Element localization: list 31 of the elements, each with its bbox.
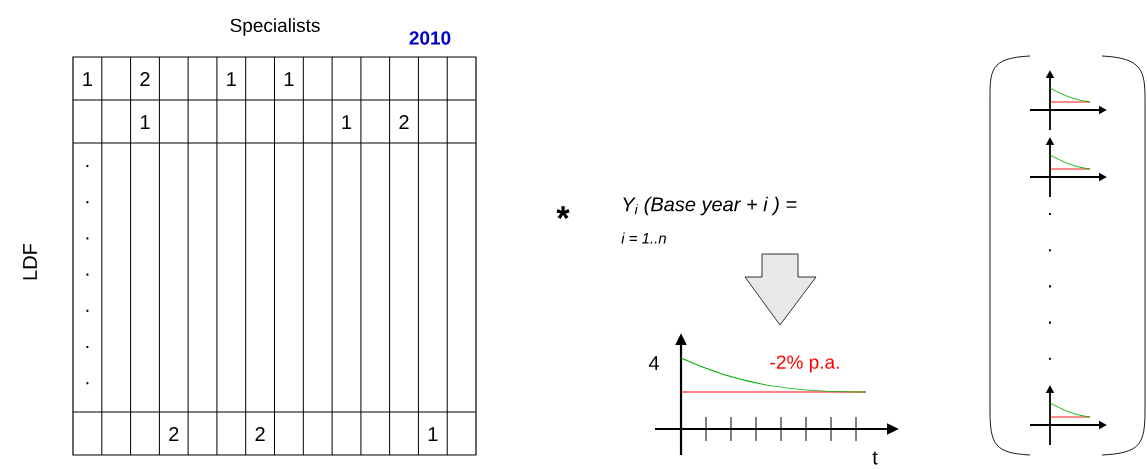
- ellipsis-dot: .: [1049, 321, 1051, 324]
- table-cell: 1: [342, 115, 352, 129]
- table-cell: 2: [140, 72, 150, 86]
- table-cell: 1: [83, 72, 92, 86]
- ellipsis-dot: .: [86, 345, 89, 349]
- table-cell: 2: [399, 115, 409, 129]
- tick-label: 4: [648, 356, 659, 370]
- ellipsis-dot: .: [86, 237, 89, 240]
- multiply-sign: *: [556, 206, 570, 219]
- table-cell: 2: [169, 427, 179, 441]
- table-cell: 1: [284, 72, 294, 86]
- ellipsis-dot: .: [86, 309, 89, 312]
- year-label: 2010: [409, 31, 451, 45]
- index-range: i = 1..n: [621, 232, 666, 244]
- ellipsis-dot: .: [1049, 285, 1051, 288]
- ellipsis-dot: .: [86, 164, 89, 168]
- table-cell: 2: [255, 427, 265, 441]
- table-cell: 1: [140, 115, 150, 129]
- axis-label: LDF: [23, 243, 37, 280]
- table-cell: 1: [428, 427, 438, 441]
- ellipsis-dot: .: [1049, 357, 1051, 360]
- axis-label: t: [872, 451, 878, 465]
- ellipsis-dot: .: [1049, 249, 1051, 252]
- formula: Y$_{i}$ (Base year + i ) =: [623, 196, 797, 216]
- table-cell: 1: [227, 72, 236, 86]
- rate-label: -2% p.a.: [770, 355, 839, 373]
- heading: Specialists: [230, 18, 320, 36]
- ellipsis-dot: .: [86, 201, 89, 204]
- ellipsis-dot: .: [86, 273, 89, 276]
- ellipsis-dot: .: [1049, 212, 1051, 216]
- ellipsis-dot: .: [86, 382, 89, 385]
